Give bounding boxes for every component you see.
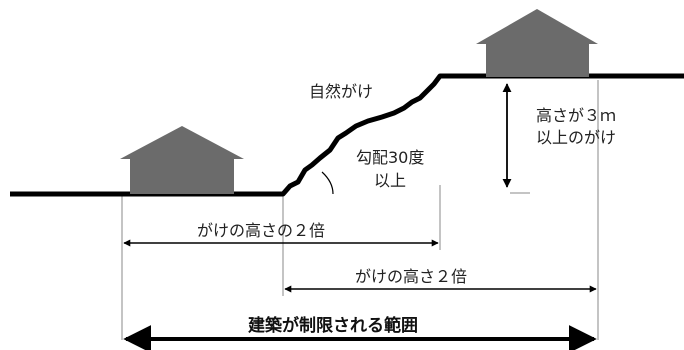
- natural-cliff-label: 自然がけ: [309, 82, 373, 101]
- double-height-label-a: がけの高さの２倍: [197, 221, 325, 240]
- slope-label-line2: 以上: [374, 171, 406, 190]
- restricted-area-label: 建築が制限される範囲: [248, 315, 418, 336]
- height-label-line2: 以上のがけ: [536, 128, 616, 147]
- slope-angle-arc: [321, 171, 334, 195]
- house-right: [476, 9, 598, 77]
- double-height-label-b: がけの高さ２倍: [355, 267, 467, 286]
- house-left: [120, 126, 244, 194]
- ground-profile: [10, 73, 684, 197]
- guide-lines: [121, 80, 599, 340]
- height-label-line1: 高さが３ｍ: [536, 106, 616, 125]
- slope-label-line1: 勾配30度: [356, 148, 424, 167]
